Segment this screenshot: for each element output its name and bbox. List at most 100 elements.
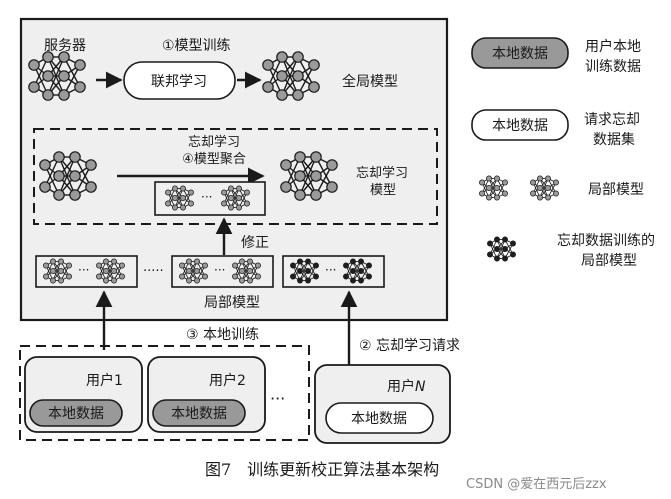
nn-edge	[496, 239, 506, 259]
nn-edge	[352, 261, 362, 281]
nn-node	[58, 268, 64, 274]
nn-node	[502, 255, 508, 262]
nn-node	[228, 195, 234, 201]
nn-node	[350, 268, 356, 274]
unlearned-model-icon	[280, 151, 338, 201]
legend-forget-data-text-2: 数据集	[593, 131, 635, 148]
nn-edge	[58, 156, 76, 196]
nn-node	[179, 262, 185, 269]
nn-edge	[105, 261, 115, 281]
nn-node	[111, 258, 117, 265]
nn-node	[194, 268, 200, 274]
nn-node	[69, 151, 81, 163]
nn-node	[310, 170, 322, 182]
nn-node	[350, 258, 356, 265]
nn-node	[486, 194, 492, 201]
nn-node	[43, 262, 49, 269]
user-1-label: 用户1	[86, 372, 123, 389]
nn-edge	[174, 188, 184, 208]
nn-node	[228, 185, 234, 192]
nn-edge	[539, 178, 549, 198]
nn-node	[290, 273, 296, 280]
legend-local-model-text: 局部模型	[588, 182, 644, 198]
nn-node	[180, 195, 186, 201]
federated-learning-box	[123, 61, 236, 100]
nn-node	[186, 277, 192, 284]
nn-node	[494, 194, 500, 201]
nn-node	[247, 277, 253, 284]
local-model-ellipsis-2: ···	[214, 263, 225, 277]
nn-node	[479, 179, 485, 186]
nn-node	[96, 273, 102, 280]
nn-node	[236, 195, 242, 201]
nn-node	[119, 273, 125, 280]
nn-node	[358, 277, 364, 284]
nn-edge	[52, 261, 62, 281]
nn-node	[66, 262, 72, 269]
users-ellipsis: ···	[270, 389, 285, 408]
nn-node	[553, 179, 559, 186]
unlearning-region	[33, 128, 438, 225]
figure-caption: 图7 训练更新校正算法基本架构	[205, 460, 439, 479]
nn-node	[58, 89, 70, 101]
local-models-label: 局部模型	[204, 295, 260, 311]
unlearning-base-model-icon	[39, 151, 97, 201]
nn-edge	[241, 261, 251, 281]
nn-node	[172, 185, 178, 192]
user-n-label: 用户N	[387, 378, 426, 395]
nn-node	[294, 170, 306, 182]
nn-node	[186, 258, 192, 265]
local-model-icon-1a	[43, 258, 72, 284]
nn-node	[280, 181, 292, 193]
nn-node	[39, 181, 51, 193]
nn-node	[247, 258, 253, 265]
nn-node	[58, 51, 70, 63]
nn-node	[502, 246, 508, 252]
nn-node	[42, 89, 54, 101]
nn-node	[262, 81, 274, 93]
nn-node	[305, 277, 311, 284]
nn-edge	[188, 261, 198, 281]
nn-node	[188, 200, 194, 207]
nn-node	[350, 277, 356, 284]
nn-node	[510, 240, 516, 247]
nn-node	[103, 268, 109, 274]
nn-node	[172, 195, 178, 201]
nn-node	[221, 200, 227, 207]
nn-edge	[47, 56, 65, 96]
nn-edge	[281, 56, 299, 96]
nn-node	[292, 89, 304, 101]
nn-node	[53, 170, 65, 182]
nn-node	[487, 240, 493, 247]
legend-local-data-text-1: 用户本地	[585, 38, 641, 55]
nn-node	[180, 204, 186, 211]
nn-node	[232, 273, 238, 280]
legend-forget-data-box-label: 本地数据	[492, 118, 548, 134]
user-2-data-box	[152, 399, 246, 427]
nn-node	[276, 70, 288, 82]
nn-node	[262, 59, 274, 71]
nn-edge	[230, 188, 240, 208]
local-models-ellipsis: ·····	[143, 264, 164, 279]
nn-node	[343, 273, 349, 280]
global-model-icon	[262, 51, 320, 101]
nn-node	[221, 189, 227, 196]
nn-node	[165, 189, 171, 196]
local-model-icon-2a	[179, 258, 208, 284]
nn-node	[308, 81, 320, 93]
nn-node	[280, 159, 292, 171]
forget-model-icon-b	[343, 258, 372, 284]
nn-node	[111, 268, 117, 274]
nn-node	[74, 59, 86, 71]
nn-node	[366, 273, 372, 280]
nn-node	[42, 70, 54, 82]
nn-node	[39, 159, 51, 171]
nn-node	[487, 251, 493, 258]
nn-node	[53, 151, 65, 163]
nn-node	[494, 246, 500, 252]
nn-node	[66, 273, 72, 280]
nn-node	[69, 170, 81, 182]
nn-node	[545, 185, 551, 191]
nn-node	[50, 268, 56, 274]
legend-forget-model-text-2: 局部模型	[581, 253, 637, 269]
